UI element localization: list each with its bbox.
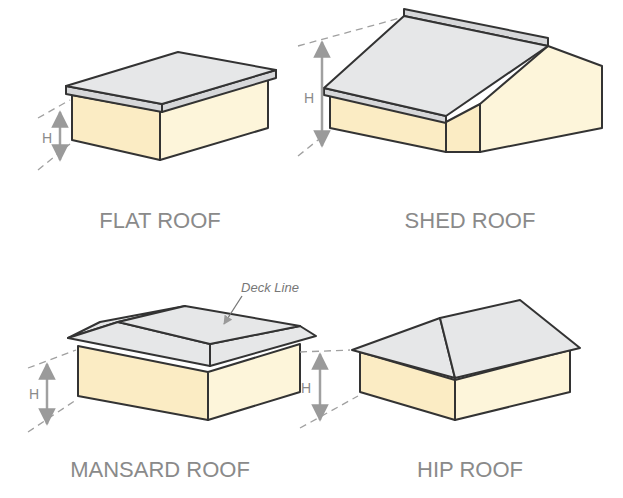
dimension-label: H (301, 381, 311, 395)
hip-roof-house (352, 300, 580, 420)
flat-roof-house (66, 52, 276, 160)
callout-label: Deck Line (241, 281, 299, 294)
leader-line (224, 296, 242, 324)
dimension-label: H (42, 131, 52, 145)
roof-title: FLAT ROOF (99, 210, 220, 232)
roof-title: SHED ROOF (405, 210, 536, 232)
mansard-roof-house (68, 306, 316, 420)
dimension-lines (28, 18, 400, 432)
dimension-label: H (304, 91, 314, 105)
roof-title: MANSARD ROOF (70, 459, 250, 481)
roof-title: HIP ROOF (417, 459, 523, 481)
dimension-label: H (29, 387, 39, 401)
shed-roof-house (324, 9, 602, 152)
